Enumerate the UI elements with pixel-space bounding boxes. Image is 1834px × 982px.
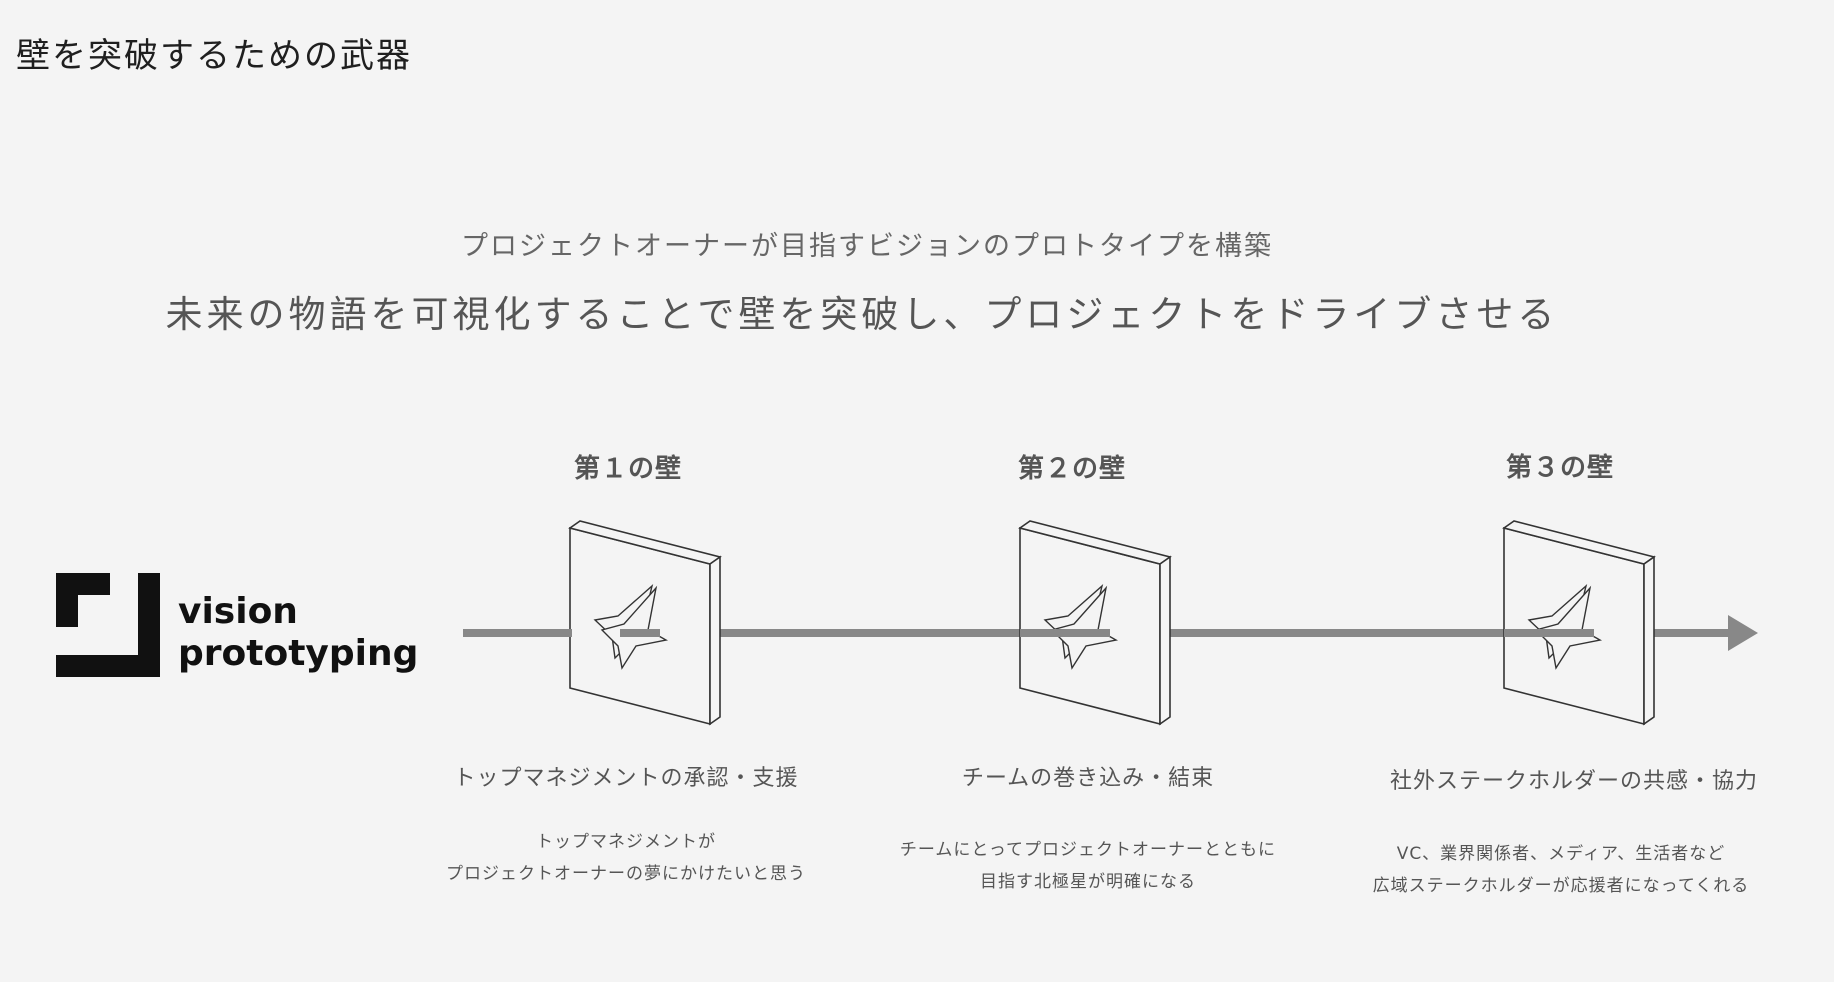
wall-3-description-line-1: VC、業界関係者、メディア、生活者など [1396,844,1726,864]
wall-1-caption: トップマネジメントの承認・支援 [453,766,799,791]
vision-prototyping-logo: vision prototyping [56,573,418,683]
wall-1-graphic [568,520,722,726]
page-title: 壁を突破するための武器 [16,36,412,76]
logo-mark-icon [56,573,160,677]
arrow-head-icon [1728,615,1758,651]
wall-3-description-line-2: 広域ステークホルダーが応援者になってくれる [1372,876,1750,896]
wall-3-caption: 社外ステークホルダーの共感・協力 [1389,769,1758,794]
wall-2-description-line-2: 目指す北極星が明確になる [980,872,1196,892]
wall-2-graphic [1018,520,1172,726]
wall-2-description: チームにとってプロジェクトオーナーとともに 目指す北極星が明確になる [868,834,1308,898]
headline: 未来の物語を可視化することで壁を突破し、プロジェクトをドライブさせる [165,293,1559,336]
logo-wordmark: vision prototyping [178,591,418,675]
wall-1-description: トップマネジメントが プロジェクトオーナーの夢にかけたいと思う [406,826,846,890]
logo-line-2: prototyping [178,633,419,674]
wall-2-caption: チームの巻き込み・結束 [961,766,1215,791]
subtitle: プロジェクトオーナーが目指すビジョンのプロトタイプを構築 [461,231,1273,262]
logo-line-1: vision [178,591,298,632]
wall-2-description-line-1: チームにとってプロジェクトオーナーとともに [899,840,1277,860]
wall-1-description-line-2: プロジェクトオーナーの夢にかけたいと思う [446,864,806,884]
wall-3-graphic [1502,520,1656,726]
wall-1-title: 第１の壁 [573,454,682,484]
wall-1-description-line-1: トップマネジメントが [536,832,716,852]
wall-3-description: VC、業界関係者、メディア、生活者など 広域ステークホルダーが応援者になってくれ… [1341,838,1781,902]
wall-2-title: 第２の壁 [1017,454,1126,484]
wall-3-title: 第３の壁 [1505,453,1614,483]
